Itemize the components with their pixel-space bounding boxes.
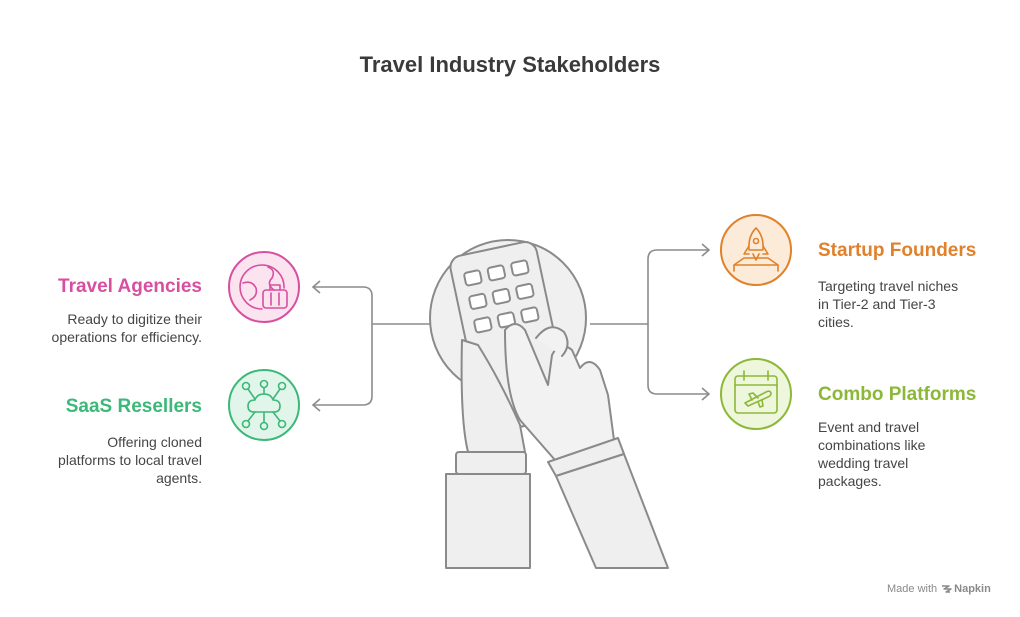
desc-line: Ready to digitize their: [67, 311, 202, 327]
napkin-watermark[interactable]: Made with Napkin: [887, 583, 991, 595]
startup-founders-circle: [720, 214, 792, 286]
desc-combo-platforms: Event and travel combinations like weddi…: [818, 418, 925, 490]
desc-travel-agencies: Ready to digitize their operations for e…: [52, 310, 202, 346]
combo-platforms-title: Combo Platforms: [818, 384, 977, 405]
rocket-launch-icon: [733, 227, 779, 272]
connector-combo-platforms: [647, 324, 708, 395]
desc-line: packages.: [818, 473, 882, 489]
travel-agencies-title: Travel Agencies: [58, 276, 202, 297]
globe-luggage-icon: [239, 264, 288, 310]
watermark-brand-text: Napkin: [954, 583, 991, 595]
heading-combo-platforms: Combo Platforms: [818, 384, 976, 406]
startup-founders-title: Startup Founders: [818, 240, 977, 261]
arrowhead-combo-platforms: [701, 387, 711, 401]
watermark-prefix: Made with: [887, 583, 938, 595]
travel-agencies-circle: [228, 251, 300, 323]
desc-line: wedding travel: [818, 455, 909, 471]
hand-on-keypad-icon: [429, 239, 669, 569]
desc-line: in Tier-2 and Tier-3: [818, 296, 936, 312]
heading-saas-resellers: SaaS Resellers: [66, 396, 202, 418]
arrowhead-travel-agencies: [311, 280, 321, 294]
heading-travel-agencies: Travel Agencies: [58, 276, 202, 298]
desc-line: Targeting travel niches: [818, 278, 959, 294]
cloud-network-icon: [241, 379, 287, 431]
desc-line: agents.: [156, 470, 202, 486]
connector-saas-resellers: [314, 324, 373, 406]
napkin-logo-icon: [942, 585, 952, 593]
combo-platforms-circle: [720, 358, 792, 430]
watermark-brand: Napkin: [941, 583, 991, 595]
desc-line: cities.: [818, 314, 854, 330]
arrowhead-saas-resellers: [311, 398, 321, 412]
connector-travel-agencies: [314, 286, 432, 325]
desc-startup-founders: Targeting travel niches in Tier-2 and Ti…: [818, 277, 958, 331]
calendar-plane-icon: [734, 370, 778, 414]
connector-startup-founders: [590, 249, 708, 325]
connector-lines: [311, 243, 711, 412]
desc-line: Event and travel: [818, 419, 920, 435]
saas-resellers-circle: [228, 369, 300, 441]
saas-resellers-title: SaaS Resellers: [65, 396, 202, 417]
arrowhead-startup-founders: [701, 243, 711, 257]
heading-startup-founders: Startup Founders: [818, 240, 976, 262]
desc-line: combinations like: [818, 437, 926, 453]
desc-saas-resellers: Offering cloned platforms to local trave…: [58, 433, 202, 487]
desc-line: platforms to local travel: [58, 452, 202, 468]
diagram-title: Travel Industry Stakeholders: [359, 52, 661, 77]
desc-line: operations for efficiency.: [51, 329, 202, 345]
desc-line: Offering cloned: [107, 434, 202, 450]
